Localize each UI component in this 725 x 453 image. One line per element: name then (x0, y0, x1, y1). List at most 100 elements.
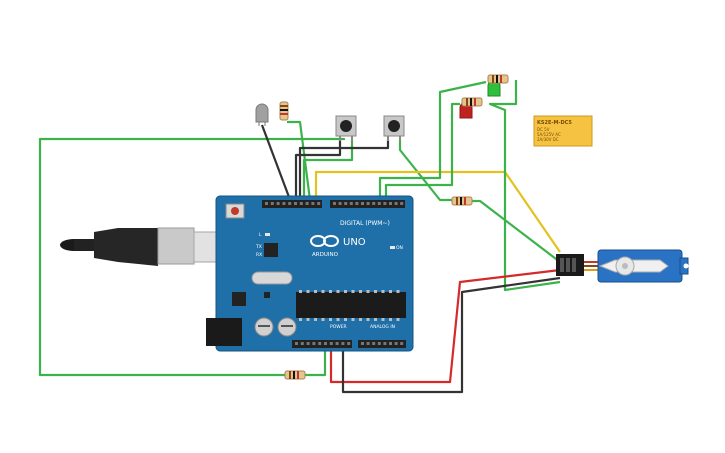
pin-hole[interactable] (349, 202, 353, 205)
chip-pin (366, 318, 370, 321)
chip-pin (314, 318, 317, 321)
chip-pin (359, 318, 362, 321)
chip-pin (374, 318, 377, 321)
chip-pin (389, 318, 392, 321)
crystal-oscillator (251, 271, 293, 285)
chip-pin (366, 290, 370, 293)
pin-hole[interactable] (366, 202, 370, 205)
pin-hole[interactable] (366, 342, 370, 345)
wire-yellow-servo-signal[interactable] (314, 170, 561, 253)
pin-hole[interactable] (389, 202, 392, 205)
pin-hole[interactable] (347, 342, 351, 345)
resistor-red-led[interactable] (461, 97, 483, 107)
wire-black-button2[interactable] (298, 140, 390, 205)
pin-hole[interactable] (361, 202, 364, 205)
analog-section-label: ANALOG IN (370, 324, 395, 330)
pin-hole[interactable] (318, 342, 322, 345)
pin-hole[interactable] (383, 202, 387, 205)
arduino-logo: ARDUINO UNO (310, 235, 366, 258)
pin-hole[interactable] (338, 202, 342, 205)
chip-pin (389, 290, 392, 293)
wire-red-servo-power[interactable] (329, 268, 561, 384)
board-rx-label: RX (256, 252, 262, 258)
resistor-green-led[interactable] (487, 74, 509, 84)
power-header (292, 340, 352, 348)
chip-pin (336, 290, 340, 293)
pin-hole[interactable] (288, 202, 292, 205)
chip-pin (336, 318, 340, 321)
chip-pin (299, 290, 302, 293)
pin-hole[interactable] (276, 202, 280, 205)
usb-cable[interactable] (60, 227, 229, 266)
wire-black-led-gnd[interactable] (260, 124, 294, 206)
pin-hole[interactable] (344, 202, 348, 205)
chip-pin (344, 318, 347, 321)
wire-green-bottom-resistor[interactable] (305, 345, 327, 377)
pin-hole[interactable] (295, 342, 298, 345)
pin-hole[interactable] (341, 342, 345, 345)
pin-hole[interactable] (300, 342, 304, 345)
pin-hole[interactable] (299, 202, 303, 205)
wire-green-button2[interactable] (398, 140, 455, 202)
led-grey[interactable] (255, 103, 269, 126)
pin-hole[interactable] (361, 342, 364, 345)
pin-hole[interactable] (372, 342, 376, 345)
relay-line-3: 2A/30V DC (537, 137, 559, 142)
wire-green-red-led[interactable] (384, 102, 460, 205)
chip-pin (306, 318, 310, 321)
pin-hole[interactable] (270, 202, 274, 205)
chip-pin (321, 318, 325, 321)
push-button-2[interactable] (383, 115, 405, 141)
pin-hole[interactable] (265, 202, 268, 205)
pin-hole[interactable] (383, 342, 387, 345)
pin-hole[interactable] (324, 342, 327, 345)
digital-pin-holes (265, 202, 404, 205)
pin-hole[interactable] (394, 202, 398, 205)
pin-hole[interactable] (329, 342, 333, 345)
relay-module[interactable]: KS2E-M-DC5 DC 5V 5A/125V AC 2A/30V DC (533, 115, 593, 147)
wire-green-led-common[interactable] (488, 80, 561, 292)
servo-motor[interactable] (556, 249, 689, 283)
power-jack[interactable] (206, 318, 242, 346)
pin-hole[interactable] (335, 342, 339, 345)
resistor-button[interactable] (451, 196, 473, 206)
digital-header-left (262, 200, 322, 208)
wire-green-resistor-servo[interactable] (470, 199, 561, 263)
pin-hole[interactable] (294, 202, 297, 205)
arduino-board[interactable]: DIGITAL (PWM~) ON L TX RX ARDUINO UNO (206, 195, 414, 352)
pin-hole[interactable] (377, 202, 381, 205)
board-tx-label: TX (255, 244, 262, 250)
digital-header-label: DIGITAL (PWM~) (340, 220, 390, 227)
chip-pin (329, 290, 332, 293)
chip-pin (374, 290, 377, 293)
pin-hole[interactable] (311, 202, 315, 205)
wire-green-led-13[interactable] (287, 120, 312, 201)
power-section-label: POWER (330, 324, 347, 330)
resistor-bottom[interactable] (284, 370, 306, 380)
chip-pin (351, 318, 355, 321)
pin-hole[interactable] (305, 202, 309, 205)
resistor-led-grey[interactable] (279, 101, 289, 121)
pin-hole[interactable] (282, 202, 286, 205)
wire-black-servo-gnd[interactable] (341, 276, 561, 394)
chip-pin (381, 318, 385, 321)
pin-hole[interactable] (394, 342, 398, 345)
pin-hole[interactable] (355, 202, 359, 205)
wire-green-button1[interactable] (302, 140, 354, 205)
pin-hole[interactable] (312, 342, 316, 345)
wire-green-green-led[interactable] (378, 80, 487, 205)
pin-hole[interactable] (372, 202, 376, 205)
pin-hole[interactable] (317, 202, 321, 205)
pin-hole[interactable] (400, 342, 404, 345)
push-button-1[interactable] (335, 115, 357, 141)
wire-green-left-loop[interactable] (38, 137, 346, 377)
pin-hole[interactable] (306, 342, 310, 345)
pin-hole[interactable] (389, 342, 392, 345)
board-on-label: ON (396, 245, 403, 251)
pin-hole[interactable] (400, 202, 404, 205)
pin-hole[interactable] (333, 202, 336, 205)
chip-pin (344, 290, 347, 293)
chip-pin (351, 290, 355, 293)
chip-pin (329, 318, 332, 321)
pin-hole[interactable] (377, 342, 381, 345)
